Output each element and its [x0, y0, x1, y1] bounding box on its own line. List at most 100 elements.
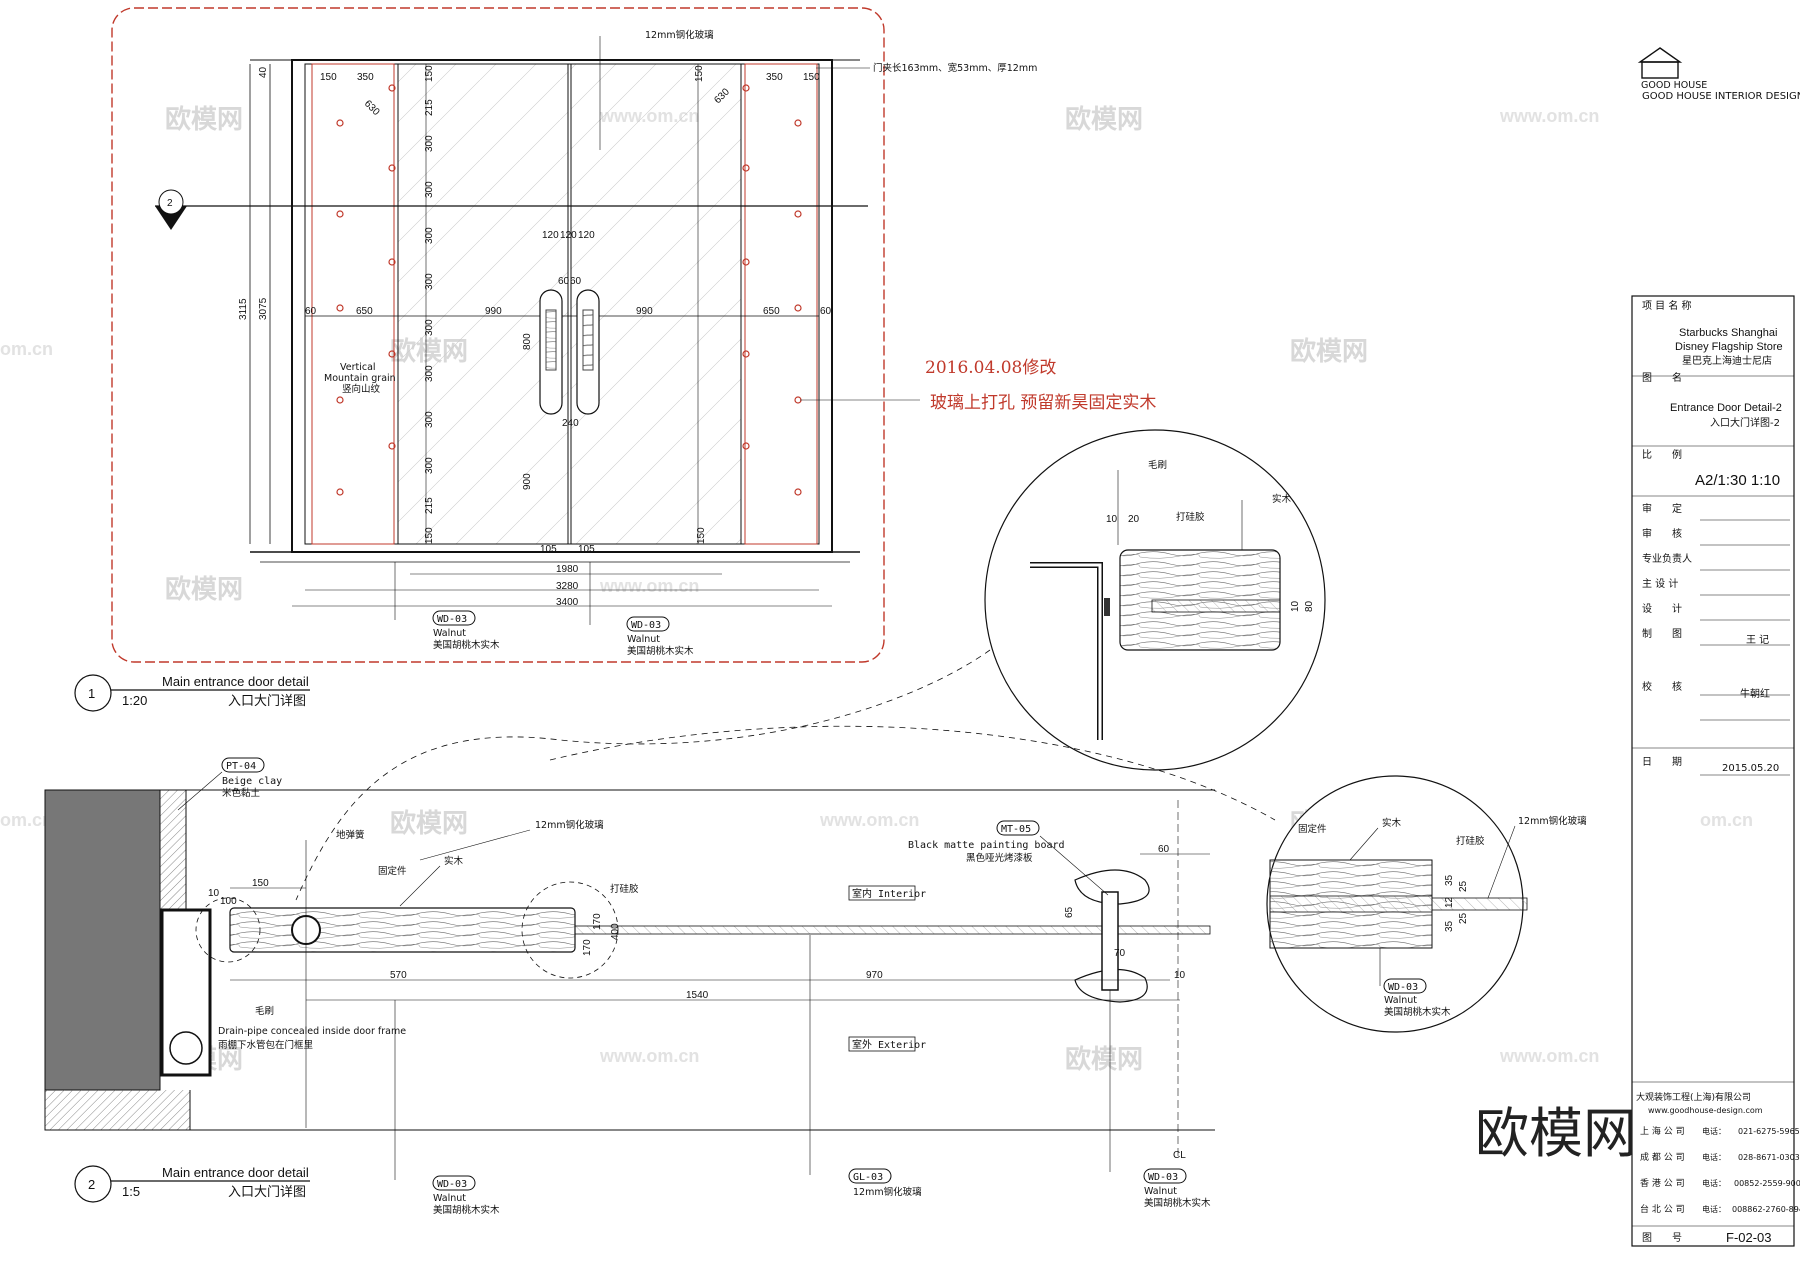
zoom-detail-top: 毛刷 打硅胶 实木 10 20 80 10	[984, 429, 1326, 771]
design-label: 设 计	[1642, 602, 1682, 615]
dim-105b: 105	[578, 544, 595, 555]
wall-section	[44, 789, 161, 1091]
dim-v300-2: 300	[424, 181, 435, 198]
revision-note: 玻璃上打孔 预留新昊固定实木	[930, 393, 1156, 413]
approve-label: 审 定	[1642, 502, 1682, 515]
mt-en: Black matte painting board	[908, 840, 1065, 851]
pt-code: PT-04	[226, 761, 256, 772]
office-tel: 028-8671-0303	[1738, 1153, 1800, 1162]
tag-cn: 美国胡桃木实木	[433, 1204, 500, 1216]
section-marker: 2	[167, 198, 173, 209]
dim-400: 400	[610, 923, 621, 940]
dim-v300-5: 300	[424, 319, 435, 336]
dim-25b: 25	[1458, 912, 1469, 924]
dim-630a: 630	[362, 98, 382, 118]
check-name: 牛朝红	[1740, 687, 1770, 700]
mt-code: MT-05	[1001, 824, 1031, 835]
dim-v300-6: 300	[424, 365, 435, 382]
dim-10r: 10	[1174, 970, 1186, 981]
dim-100: 100	[220, 896, 237, 907]
office-tel-label: 电话：	[1702, 1178, 1726, 1188]
clip-note: 门夹长163mm、宽53mm、厚12mm	[873, 62, 1037, 74]
brush-label: 毛刷	[255, 1005, 274, 1017]
dim-60r: 60	[820, 306, 832, 317]
dim-60l: 60	[305, 306, 317, 317]
office-tel-label: 电话：	[1702, 1152, 1726, 1162]
lead-label: 专业负责人	[1642, 552, 1692, 565]
interior-label: 室内 Interior	[852, 887, 926, 900]
review-label: 审 核	[1642, 527, 1682, 540]
fixing-label: 固定件	[378, 865, 407, 877]
watermark-url: www.om.cn	[819, 810, 919, 830]
silicone-label: 打硅胶	[610, 883, 639, 895]
solid-wood-label: 实木	[444, 855, 464, 867]
detail-number: 1	[88, 686, 95, 701]
detail-title-en: Main entrance door detail	[162, 674, 309, 689]
tag-wd03-b	[626, 616, 670, 632]
detail-1-title: 1 Main entrance door detail 1:20 入口大门详图	[74, 674, 310, 712]
handle-bar	[1101, 891, 1119, 991]
door-solid-wood	[229, 907, 576, 953]
dim-10b: 10	[1290, 600, 1301, 612]
watermark: 欧模网	[1065, 1044, 1143, 1075]
watermark-url: www.om.cn	[599, 1046, 699, 1066]
dim-350b: 350	[766, 72, 783, 83]
dim-60b: 60	[570, 276, 582, 287]
dim-v300-3: 300	[424, 227, 435, 244]
exterior-label: 室外 Exterior	[852, 1038, 926, 1051]
tag-code: WD-03	[1388, 982, 1418, 993]
silicone-label: 打硅胶	[1456, 835, 1485, 847]
dim-80: 80	[1304, 600, 1315, 612]
tag-code: WD-03	[1148, 1172, 1178, 1183]
solid-wood-label: 实木	[1272, 493, 1292, 505]
sheet-label: 图 号	[1642, 1232, 1682, 1244]
glass-panel	[574, 925, 1211, 935]
tag-wd03	[1383, 978, 1427, 994]
dim-650r: 650	[763, 306, 780, 317]
dim-height-total: 3115	[238, 298, 249, 320]
watermark-big: 欧模网	[1475, 1102, 1637, 1165]
project-en1: Starbucks Shanghai	[1679, 327, 1777, 339]
revision-cloud	[111, 7, 885, 663]
drawing-cn: 入口大门详图-2	[1710, 416, 1780, 429]
detail-title-en: Main entrance door detail	[162, 1165, 309, 1180]
dim-1980: 1980	[556, 564, 579, 575]
watermark: 欧模网	[1065, 104, 1143, 135]
solid-wood-label: 实木	[1382, 817, 1402, 829]
company-website: www.goodhouse-design.com	[1648, 1106, 1763, 1115]
dim-10: 10	[1106, 514, 1118, 525]
tag-wd03-a	[432, 610, 476, 626]
office-name: 香 港 公 司	[1640, 1177, 1685, 1189]
tag-cn: 12mm钢化玻璃	[853, 1186, 922, 1198]
tag-cn: 美国胡桃木实木	[433, 639, 500, 651]
main-design-label: 主 设 计	[1642, 577, 1678, 590]
dim-1540: 1540	[686, 990, 709, 1001]
dim-150d: 150	[803, 72, 820, 83]
dim-v300-4: 300	[424, 273, 435, 290]
project-cn: 星巴克上海迪士尼店	[1682, 354, 1772, 367]
office-tel: 008862-2760-8946	[1732, 1205, 1800, 1214]
office-name: 成 都 公 司	[1640, 1151, 1685, 1163]
dim-top: 40	[258, 66, 269, 78]
dim-3280: 3280	[556, 581, 579, 592]
watermark-url: om.cn	[0, 810, 53, 830]
dim-150: 150	[252, 878, 269, 889]
dim-v215b: 215	[424, 497, 435, 514]
draw-label: 制 图	[1642, 627, 1682, 640]
drawing-label: 图 名	[1642, 371, 1682, 384]
pt-cn: 米色黏土	[222, 787, 261, 799]
mt-cn: 黑色哑光烤漆板	[966, 852, 1033, 864]
date-value: 2015.05.20	[1722, 763, 1779, 774]
watermark-url: www.om.cn	[1499, 1046, 1599, 1066]
watermark: 欧模网	[390, 808, 468, 839]
dim-v300-7: 300	[424, 411, 435, 428]
brush-label: 毛刷	[1148, 459, 1167, 471]
project-en2: Disney Flagship Store	[1675, 341, 1783, 353]
project-label: 项 目 名 称	[1642, 299, 1692, 312]
glass-label: 12mm钢化玻璃	[1518, 815, 1587, 827]
title-block: 项 目 名 称 Starbucks Shanghai Disney Flagsh…	[1631, 295, 1800, 1247]
dim-v150a: 150	[424, 527, 435, 544]
dim-150c: 150	[694, 65, 705, 82]
dim-35a: 35	[1444, 874, 1455, 886]
dim-handle-900: 900	[522, 473, 533, 490]
